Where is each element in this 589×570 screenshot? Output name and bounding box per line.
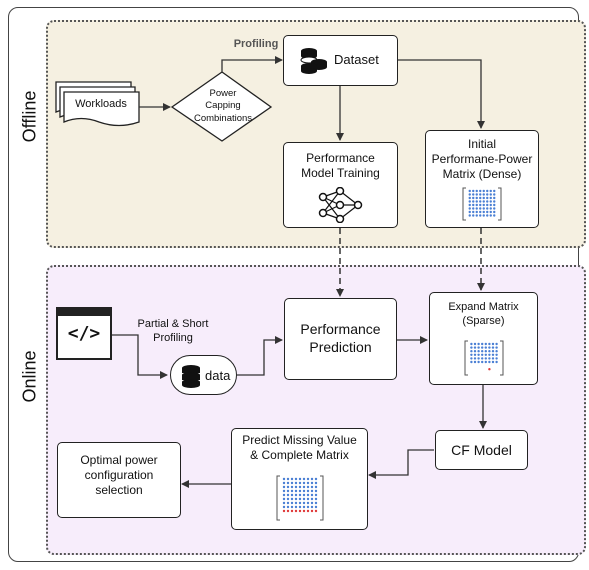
arrow-code-to-data: [112, 334, 168, 379]
initial-matrix-box: Initial Performane-Power Matrix (Dense): [425, 130, 539, 228]
workloads-label: Workloads: [75, 98, 127, 110]
performance-model-training-box: Performance Model Training: [283, 142, 398, 228]
database-icon: [300, 48, 327, 74]
data-label: data: [205, 368, 231, 383]
neural-network-icon: [318, 187, 363, 223]
data-node: data: [170, 355, 237, 395]
arrow-dataset-to-matrix: [398, 59, 485, 129]
workloads-node: [55, 81, 140, 127]
optimal-selection-box: Optimal power configuration selection: [57, 442, 181, 518]
performance-prediction-box: Performance Prediction: [284, 298, 397, 380]
matrix-icon: [276, 475, 324, 521]
matrix-icon: [464, 340, 504, 376]
expand-matrix-box: Expand Matrix (Sparse): [429, 292, 538, 385]
partial-profiling-label: Partial & Short Profiling: [137, 318, 209, 344]
cf-model-box: CF Model: [435, 430, 528, 470]
arrow-capping-to-dataset: [221, 56, 283, 72]
power-capping-decision: [170, 71, 273, 142]
dataset-label: Dataset: [334, 52, 379, 67]
profiling-label: Profiling: [233, 38, 279, 50]
arrow-data-to-prediction: [237, 336, 283, 376]
database-icon: [182, 365, 200, 388]
predict-missing-box: Predict Missing Value & Complete Matrix: [231, 428, 368, 530]
arrow-cf-to-predict: [368, 449, 434, 479]
code-icon: </>: [56, 307, 112, 360]
dataset-box: Dataset: [283, 35, 398, 86]
matrix-icon: [462, 187, 502, 221]
power-capping-label: Power Capping Combinations: [193, 88, 253, 124]
